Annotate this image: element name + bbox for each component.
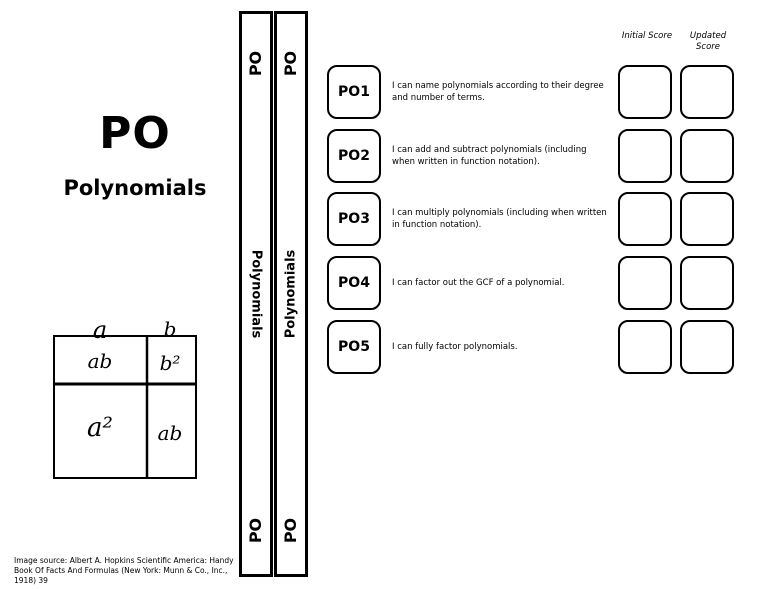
spine-code-top: PO	[242, 50, 270, 77]
label-b: b	[164, 318, 177, 341]
area-model-figure: a b ab b² a² ab	[48, 316, 206, 484]
updated-score-box-po3[interactable]	[680, 192, 734, 246]
target-desc-po3: I can multiply polynomials (including wh…	[392, 208, 607, 230]
initial-score-header: Initial Score	[621, 31, 673, 41]
target-code-po4: PO4	[327, 256, 381, 310]
spine-strip-right: PO Polynomials PO	[274, 11, 308, 577]
label-a: a	[93, 318, 107, 344]
initial-score-box-po3[interactable]	[618, 192, 672, 246]
updated-score-box-po4[interactable]	[680, 256, 734, 310]
cell-ab-bottom: ab	[158, 421, 183, 445]
target-desc-po4: I can factor out the GCF of a polynomial…	[392, 278, 565, 288]
image-source-caption: Image source: Albert A. Hopkins Scientif…	[14, 556, 234, 585]
spine-code-bottom: PO	[277, 517, 305, 544]
initial-score-box-po2[interactable]	[618, 129, 672, 183]
cell-b-squared: b²	[160, 351, 181, 375]
area-model-drawing: a b ab b² a² ab	[53, 316, 197, 479]
target-code-po5: PO5	[327, 320, 381, 374]
spine-code-bottom-text: PO	[281, 517, 301, 544]
updated-score-header: Updated Score	[689, 31, 727, 52]
spine-code-bottom: PO	[242, 517, 270, 544]
updated-score-box-po2[interactable]	[680, 129, 734, 183]
spine-code-top: PO	[277, 50, 305, 77]
spine-title: Polynomials	[248, 249, 264, 339]
spine-code-top-text: PO	[246, 50, 266, 77]
updated-score-box-po1[interactable]	[680, 65, 734, 119]
spine-code-top-text: PO	[281, 50, 301, 77]
cell-ab-top: ab	[88, 349, 113, 373]
target-desc-po5: I can fully factor polynomials.	[392, 342, 518, 352]
initial-score-box-po1[interactable]	[618, 65, 672, 119]
unit-title: Polynomials	[63, 176, 207, 200]
initial-score-box-po4[interactable]	[618, 256, 672, 310]
target-code-po1: PO1	[327, 65, 381, 119]
target-code-po2: PO2	[327, 129, 381, 183]
target-desc-po2: I can add and subtract polynomials (incl…	[392, 145, 587, 167]
spine-strip-left: PO Polynomials PO	[239, 11, 273, 577]
target-desc-po1: I can name polynomials according to thei…	[392, 81, 604, 103]
initial-score-box-po5[interactable]	[618, 320, 672, 374]
spine-title: Polynomials	[283, 249, 299, 339]
updated-score-box-po5[interactable]	[680, 320, 734, 374]
target-code-po3: PO3	[327, 192, 381, 246]
cell-a-squared: a²	[87, 413, 113, 443]
spine-code-bottom-text: PO	[246, 517, 266, 544]
unit-code: PO	[99, 108, 171, 159]
